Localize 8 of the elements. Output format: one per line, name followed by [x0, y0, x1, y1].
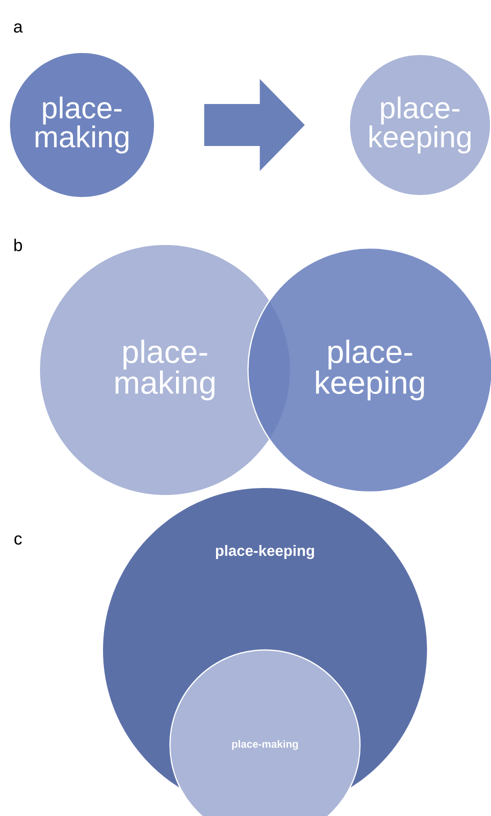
panel-label: b — [14, 238, 22, 252]
circle-node: place- keeping — [350, 55, 490, 195]
circle-node: place- making — [10, 53, 154, 197]
circle-node: place- keeping — [247, 247, 491, 493]
panel-label: a — [14, 23, 23, 33]
circle-node: place-making — [169, 649, 361, 816]
panel-label: c — [14, 535, 22, 545]
block-arrow — [204, 79, 305, 171]
